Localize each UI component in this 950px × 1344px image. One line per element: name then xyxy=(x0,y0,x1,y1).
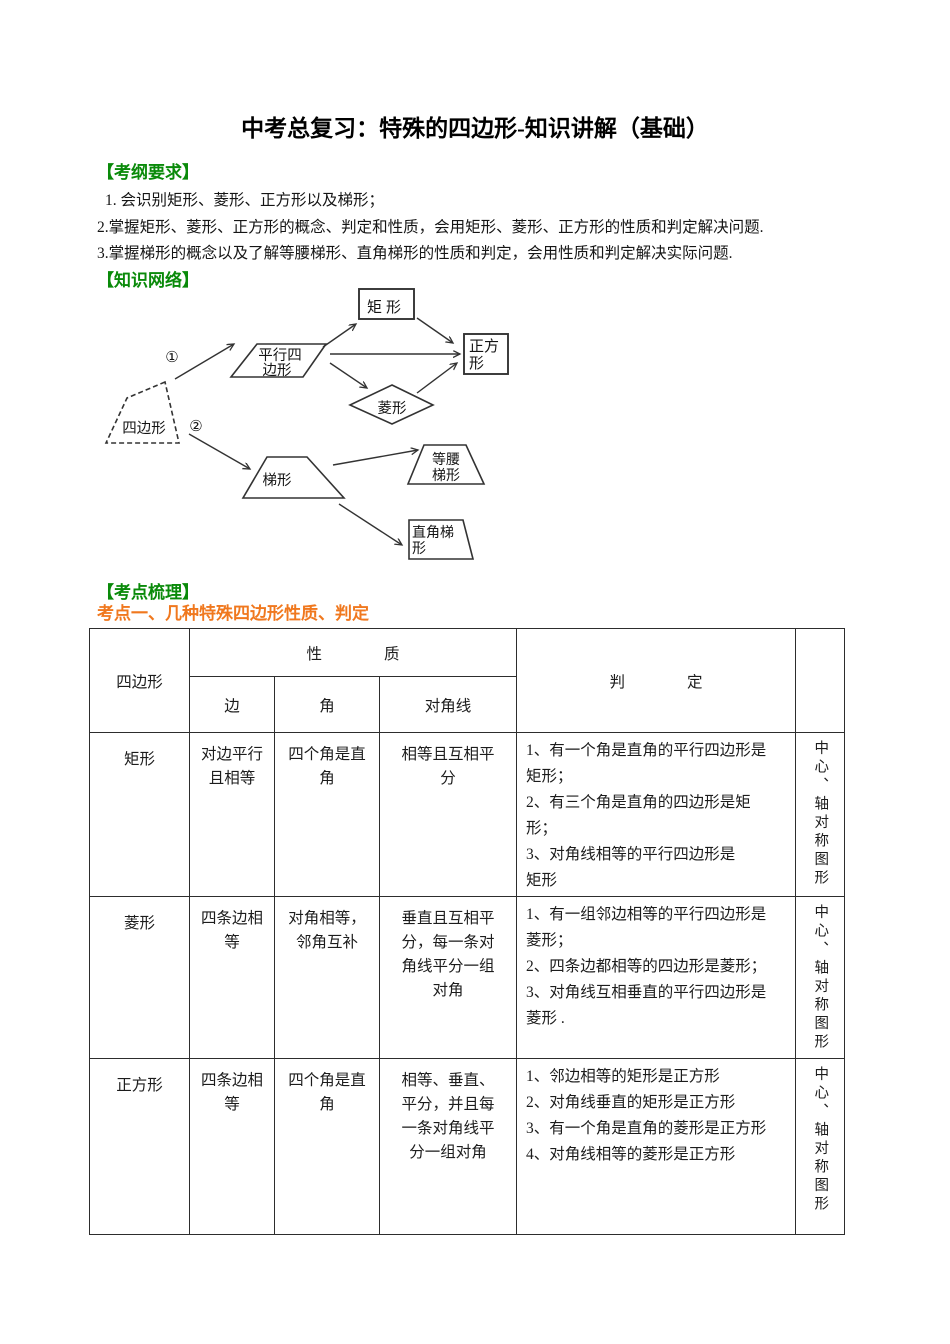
quadrilateral-properties-table: 四边形 性 质 判 定 边 角 对角线 矩形 对边平行 且相等 四个角是直 角 … xyxy=(89,628,846,1235)
isosceles-label-line1: 等腰 xyxy=(432,451,460,468)
table-header-row-1: 四边形 性 质 判 定 xyxy=(89,628,846,733)
isosceles-trapezoid-node xyxy=(406,443,486,485)
page-title: 中考总复习：特殊的四边形-知识讲解（基础） xyxy=(241,116,709,141)
parallelogram-label-line2: 边形 xyxy=(263,362,292,379)
cell-angle: 四个角是直 角 xyxy=(274,1058,380,1235)
cell-diagonal: 相等、垂直、 平分，并且每 一条对角线平 分一组对角 xyxy=(378,1058,518,1235)
header-diagonal: 对角线 xyxy=(378,676,518,733)
knowledge-network-diagram: 四边形 ① ② 平行四 边形 矩形 正方 形 菱形 梯形 等腰 梯形 直角梯 形 xyxy=(90,281,910,576)
header-symmetry-empty xyxy=(795,628,846,733)
rectangle-node xyxy=(358,287,415,320)
arrow-trapezoid-to-right-trapezoid xyxy=(338,502,402,545)
symmetry-vertical-text: 中心、轴对称图形 xyxy=(812,1066,829,1214)
network-diagram-svg: 四边形 ① ② 平行四 边形 矩形 正方 形 菱形 梯形 等腰 梯形 直角梯 形 xyxy=(104,287,509,560)
rhombus-label: 菱形 xyxy=(378,400,407,417)
cell-symmetry: 中心、轴对称图形 xyxy=(795,1058,846,1235)
arrow-quad-to-trapezoid xyxy=(188,432,250,469)
header-quadrilateral: 四边形 xyxy=(89,628,190,733)
rectangle-label: 矩形 xyxy=(367,299,405,316)
cell-angle: 四个角是直 角 xyxy=(274,732,380,897)
trapezoid-label: 梯形 xyxy=(263,472,292,489)
cell-name: 正方形 xyxy=(89,1058,190,1235)
table-row-rhombus: 菱形 四条边相 等 对角相等， 邻角互补 垂直且互相平 分，每一条对 角线平分一… xyxy=(89,896,846,1059)
cell-angle: 对角相等， 邻角互补 xyxy=(274,896,380,1059)
parallelogram-label-line1: 平行四 xyxy=(258,347,302,364)
outline-item-2: 2.掌握矩形、菱形、正方形的概念、判定和性质，会用矩形、菱形、正方形的性质和判定… xyxy=(97,218,764,236)
arrow-parallelogram-to-rectangle xyxy=(322,324,356,348)
quadrilateral-label: 四边形 xyxy=(122,420,166,437)
cell-judgement: 1、有一组邻边相等的平行四边形是 菱形； 2、四条边都相等的四边形是菱形； 3、… xyxy=(516,896,797,1059)
right-trapezoid-label-line2: 形 xyxy=(412,541,426,557)
header-judgement: 判 定 xyxy=(516,628,797,733)
header-side: 边 xyxy=(189,676,275,733)
cell-symmetry: 中心、轴对称图形 xyxy=(795,732,846,897)
arrow-rhombus-to-square xyxy=(416,363,457,394)
quadrilateral-node xyxy=(104,380,181,444)
table-row-rectangle: 矩形 对边平行 且相等 四个角是直 角 相等且互相平 分 1、有一个角是直角的平… xyxy=(89,732,846,897)
section-outline-requirements: 【考纲要求】 xyxy=(97,163,199,182)
cell-side: 四条边相 等 xyxy=(189,896,275,1059)
square-label-line1: 正方 xyxy=(469,338,499,355)
cell-diagonal: 垂直且互相平 分，每一条对 角线平分一组 对角 xyxy=(378,896,518,1059)
arrow-rectangle-to-square xyxy=(416,316,453,343)
symmetry-vertical-text: 中心、轴对称图形 xyxy=(812,904,829,1052)
section-knowledge-network: 【知识网络】 xyxy=(97,270,199,290)
square-node xyxy=(463,332,509,375)
cell-judgement: 1、有一个角是直角的平行四边形是 矩形； 2、有三个角是直角的四边形是矩 形； … xyxy=(516,732,797,897)
section-key-points: 【考点梳理】 xyxy=(97,582,199,602)
outline-item-3: 3.掌握梯形的概念以及了解等腰梯形、直角梯形的性质和判定，会用性质和判定解决实际… xyxy=(97,245,733,262)
outline-requirement-list: 1. 会识别矩形、菱形、正方形以及梯形； 2.掌握矩形、菱形、正方形的概念、判定… xyxy=(97,188,910,268)
parallelogram-node xyxy=(229,342,328,378)
arrow-trapezoid-to-isosceles xyxy=(332,450,418,466)
rhombus-node xyxy=(348,383,435,425)
square-label-line2: 形 xyxy=(469,355,484,372)
right-trapezoid-label-line1: 直角梯 xyxy=(412,524,454,541)
outline-item-1: 1. 会识别矩形、菱形、正方形以及梯形； xyxy=(105,192,385,209)
symmetry-vertical-text: 中心、轴对称图形 xyxy=(812,740,829,888)
cell-diagonal: 相等且互相平 分 xyxy=(378,732,518,897)
header-properties: 性 质 xyxy=(188,628,518,677)
circled-one-label: ① xyxy=(165,350,178,366)
isosceles-label-line2: 梯形 xyxy=(432,468,460,484)
table-row-square: 正方形 四条边相 等 四个角是直 角 相等、垂直、 平分，并且每 一条对角线平 … xyxy=(89,1058,846,1235)
arrow-quad-to-parallelogram xyxy=(174,344,234,380)
trapezoid-node xyxy=(241,455,346,499)
header-angle: 角 xyxy=(274,676,380,733)
document-content: 中考总复习：特殊的四边形-知识讲解（基础） 【考纲要求】 1. 会识别矩形、菱形… xyxy=(89,116,910,1235)
cell-name: 菱形 xyxy=(89,896,190,1059)
circled-two-label: ② xyxy=(189,419,202,435)
cell-name: 矩形 xyxy=(89,732,190,897)
topic-one-title: 考点一、几种特殊四边形性质、判定 xyxy=(97,603,369,623)
right-trapezoid-node xyxy=(408,518,475,560)
cell-side: 四条边相 等 xyxy=(189,1058,275,1235)
arrow-parallelogram-to-rhombus xyxy=(329,361,367,388)
cell-side: 对边平行 且相等 xyxy=(189,732,275,897)
cell-symmetry: 中心、轴对称图形 xyxy=(795,896,846,1059)
cell-judgement: 1、邻边相等的矩形是正方形 2、对角线垂直的矩形是正方形 3、有一个角是直角的菱… xyxy=(516,1058,797,1235)
